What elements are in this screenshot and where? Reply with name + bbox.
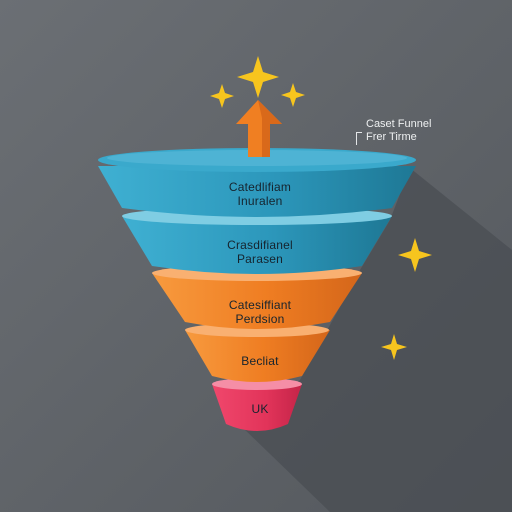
segment-3-label-line-1: Catesiffiant: [228, 298, 292, 312]
up-arrow-icon: [236, 100, 282, 157]
sparkle-star-icon: [281, 83, 305, 107]
sparkle-star-icon: [381, 334, 407, 360]
segment-1-label: Catedlifiam Inuralen: [160, 180, 360, 208]
funnel-segment-5: [212, 378, 302, 431]
segment-2-label: Crasdifianel Parasen: [160, 238, 360, 266]
segment-5-label: UK: [160, 402, 360, 416]
segment-1-label-line-1: Catedlifiam: [228, 180, 292, 194]
sparkle-star-icon: [237, 56, 279, 98]
segment-4-label: Becliat: [160, 354, 360, 368]
funnel-shadow: [240, 168, 512, 512]
segment-2-label-line-1: Crasdifianel: [227, 238, 293, 252]
legend-line-1: Caset Funnel: [366, 118, 432, 130]
segment-3-label-line-2: Perdsion: [235, 312, 285, 326]
funnel-segment-1: [98, 148, 416, 217]
segment-1-label-line-2: Inuralen: [237, 194, 283, 208]
legend: Caset Funnel Frer Tirme: [366, 118, 431, 144]
sparkle-star-icon: [398, 238, 432, 272]
sparkle-star-icon: [210, 84, 234, 108]
legend-bracket: [356, 132, 362, 145]
segment-5-label-line-1: UK: [251, 402, 269, 416]
segment-3-label: Catesiffiant Perdsion: [160, 298, 360, 326]
segment-2-label-line-2: Parasen: [236, 252, 284, 266]
segment-4-label-line-1: Becliat: [241, 354, 279, 368]
legend-line-2: Frer Tirme: [366, 131, 417, 143]
